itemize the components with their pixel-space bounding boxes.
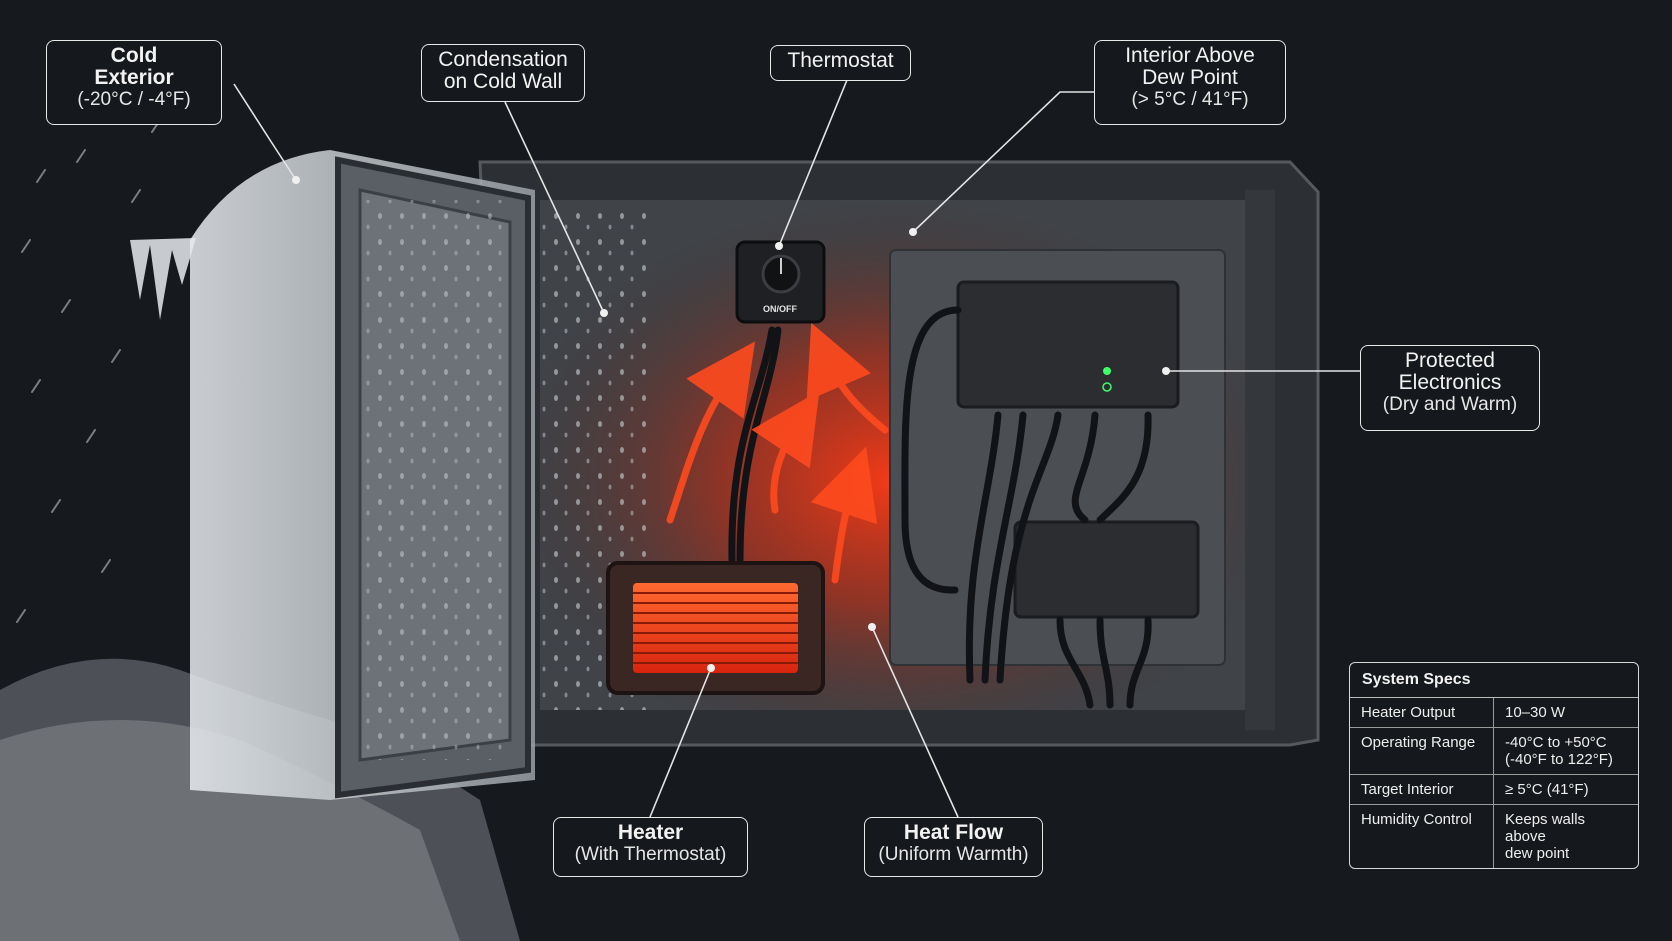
spec-value-line: 10–30 W <box>1505 704 1566 721</box>
callout-condensation-title-line1: Condensation <box>438 48 568 71</box>
callout-cold-exterior-title-line2: Exterior <box>94 66 174 89</box>
heat-flow-arrows <box>666 322 889 584</box>
callout-protected-electronics: Protected Electronics (Dry and Warm) <box>1360 345 1540 431</box>
spec-value-line: (-40°F to 122°F) <box>1505 751 1613 768</box>
electronics-box-lower <box>1013 520 1200 619</box>
spec-value-line: Keeps walls above <box>1505 811 1586 845</box>
callout-protected-title-line1: Protected <box>1405 349 1495 372</box>
spec-value-line: dew point <box>1505 845 1570 862</box>
specs-table: Heater Output 10–30 W Operating Range -4… <box>1350 698 1638 868</box>
callout-heat-flow-title: Heat Flow <box>903 821 1004 844</box>
heater-grille <box>633 592 798 664</box>
leader-dots <box>292 176 1170 672</box>
status-led <box>1103 367 1111 375</box>
snow-ground <box>0 658 520 941</box>
callout-heater-title: Heater <box>617 821 684 844</box>
callout-heat-flow: Heat Flow (Uniform Warmth) <box>864 817 1043 877</box>
callout-cold-exterior-title-line1: Cold <box>110 44 158 67</box>
table-row: Operating Range -40°C to +50°C(-40°F to … <box>1350 727 1638 775</box>
system-specs-title: System Specs <box>1350 663 1638 698</box>
leader-lines <box>233 79 1361 818</box>
callout-thermostat-title: Thermostat <box>787 49 894 72</box>
spec-key: Heater Output <box>1350 698 1494 728</box>
spec-key: Humidity Control <box>1350 804 1494 868</box>
spec-key: Operating Range <box>1350 727 1494 775</box>
table-row: Heater Output 10–30 W <box>1350 698 1638 728</box>
spec-value: -40°C to +50°C(-40°F to 122°F) <box>1493 727 1638 775</box>
callout-heat-flow-subtitle: (Uniform Warmth) <box>878 844 1029 865</box>
callout-condensation-title-line2: on Cold Wall <box>443 70 563 93</box>
table-row: Target Interior ≥ 5°C (41°F) <box>1350 774 1638 805</box>
callout-cold-exterior: Cold Exterior (-20°C / -4°F) <box>46 40 222 125</box>
callout-protected-title-line2: Electronics <box>1398 371 1502 394</box>
callout-heater: Heater (With Thermostat) <box>553 817 748 877</box>
spec-value: ≥ 5°C (41°F) <box>1493 774 1638 805</box>
callout-interior-title-line1: Interior Above <box>1125 44 1255 67</box>
spec-key: Target Interior <box>1350 774 1494 805</box>
snowfall <box>16 119 161 623</box>
icicles <box>130 238 196 320</box>
spec-value: 10–30 W <box>1493 698 1638 728</box>
thermostat-onoff-label: ON/OFF <box>763 304 797 314</box>
callout-cold-exterior-subtitle: (-20°C / -4°F) <box>77 89 191 110</box>
callout-condensation: Condensation on Cold Wall <box>421 44 585 102</box>
callout-interior-title-line2: Dew Point <box>1142 66 1238 89</box>
callout-interior-subtitle: (> 5°C / 41°F) <box>1131 89 1249 110</box>
spec-value-line: -40°C to +50°C <box>1505 734 1607 751</box>
spec-value-line: ≥ 5°C (41°F) <box>1505 781 1589 798</box>
callout-heater-subtitle: (With Thermostat) <box>574 844 727 865</box>
electronics-box-upper <box>956 280 1180 409</box>
callout-interior: Interior Above Dew Point (> 5°C / 41°F) <box>1094 40 1286 125</box>
callout-protected-subtitle: (Dry and Warm) <box>1382 394 1518 415</box>
callout-thermostat: Thermostat <box>770 45 911 81</box>
system-specs-table: System Specs Heater Output 10–30 W Opera… <box>1349 662 1639 869</box>
